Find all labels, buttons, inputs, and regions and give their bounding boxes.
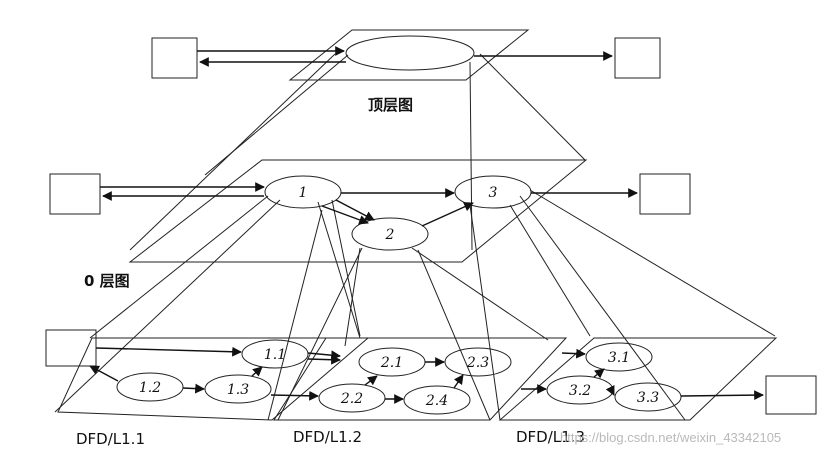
process-2-3 xyxy=(444,347,512,377)
process-2-4-label: 2.4 xyxy=(425,393,448,409)
process-1-1-label: 1.1 xyxy=(264,347,286,363)
process-2-label: 2 xyxy=(385,227,395,243)
flow-arrow xyxy=(593,368,605,379)
process-1-3-label: 1.3 xyxy=(227,382,249,398)
projection-line xyxy=(89,195,269,339)
projection-line xyxy=(417,249,491,421)
process-2-1-label: 2.1 xyxy=(380,355,403,371)
flow-arrow xyxy=(89,365,119,382)
top-level-label: 顶层图 xyxy=(368,96,414,114)
top-sink-box xyxy=(614,37,661,79)
projection-line xyxy=(267,209,323,421)
process-1-2-label: 1.2 xyxy=(139,380,161,396)
flow-arrow xyxy=(95,346,242,357)
process-1 xyxy=(264,175,342,209)
l1-1-label: DFD/L1.1 xyxy=(76,430,145,448)
flow-arrow xyxy=(270,390,319,401)
projection-line xyxy=(411,247,549,341)
process-3-label: 3 xyxy=(489,185,498,201)
top-level-plane xyxy=(288,29,530,81)
process-3-1-label: 3.1 xyxy=(608,350,630,366)
projection-line xyxy=(54,199,281,413)
projection-line xyxy=(204,54,349,176)
l1-2-plane xyxy=(273,337,568,421)
process-1-2 xyxy=(116,372,184,402)
flow-arrow xyxy=(307,350,341,361)
projection-line xyxy=(509,204,591,337)
flow-arrow xyxy=(605,384,615,396)
projection-line xyxy=(331,199,361,337)
watermark: https://blog.csdn.net/weixin_43342105 xyxy=(560,430,782,445)
projection-line xyxy=(469,61,473,251)
process-1-1 xyxy=(241,339,309,369)
process-3-2-label: 3.2 xyxy=(569,383,591,399)
process-2-3-label: 2.3 xyxy=(466,355,489,371)
process-3-1 xyxy=(585,342,653,372)
flow-arrow xyxy=(421,202,474,227)
flow-arrow xyxy=(251,366,263,377)
process-2-4 xyxy=(403,385,471,415)
flow-arrow xyxy=(561,348,586,359)
projection-line xyxy=(519,195,686,421)
process-1-label: 1 xyxy=(299,185,308,201)
l1-1-plane xyxy=(57,337,370,421)
process-1-3 xyxy=(204,374,272,404)
projection-line xyxy=(529,189,776,337)
projection-line xyxy=(317,201,361,339)
flow-arrow xyxy=(335,199,375,221)
l1-3-label: DFD/L1.3 xyxy=(516,428,585,446)
level-0-label: 0 层图 xyxy=(84,272,130,290)
top-process-ellipse xyxy=(345,35,475,71)
l1-source-box xyxy=(45,329,97,367)
l1-2-label: DFD/L1.2 xyxy=(293,428,362,446)
flow-arrow xyxy=(364,375,378,386)
flow-arrow xyxy=(321,205,369,225)
level-0-plane xyxy=(128,159,588,263)
flow-arrow xyxy=(453,374,464,389)
flow-arrow xyxy=(307,354,341,365)
process-3 xyxy=(454,175,532,209)
process-3-3-label: 3.3 xyxy=(637,390,659,406)
l1-3-plane xyxy=(498,337,778,421)
process-2-2 xyxy=(318,383,386,413)
projection-line xyxy=(344,247,361,347)
projection-line xyxy=(479,53,586,161)
process-2-2-label: 2.2 xyxy=(340,391,363,407)
process-3-3 xyxy=(614,382,682,412)
process-2 xyxy=(351,217,429,251)
l0-source-box xyxy=(49,173,101,215)
l0-sink-box xyxy=(639,173,691,215)
projection-line xyxy=(469,204,501,421)
l1-sink-box xyxy=(765,375,817,415)
flow-arrow xyxy=(680,390,764,401)
flow-arrow xyxy=(182,383,205,394)
top-source-box xyxy=(151,37,198,79)
